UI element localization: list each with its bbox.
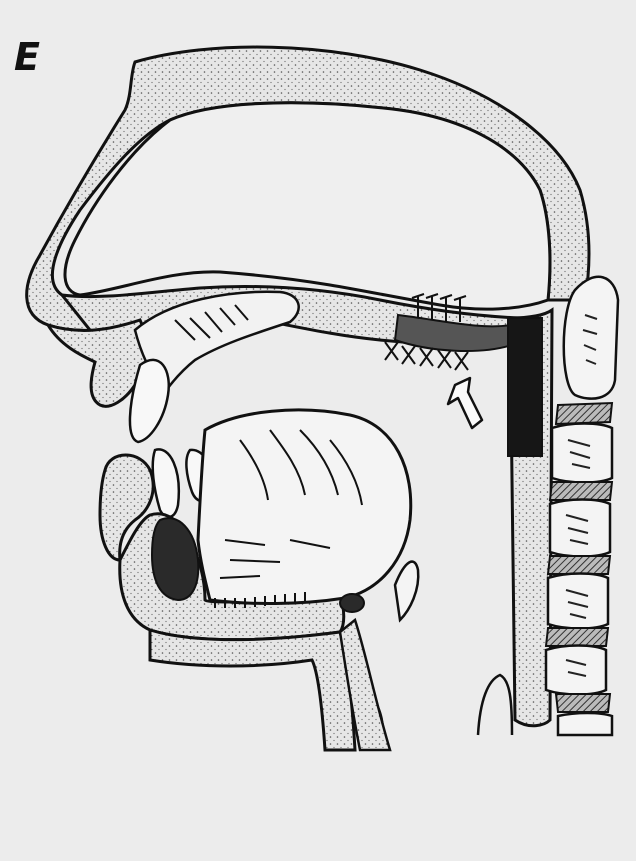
posterior-flap [508, 318, 542, 456]
esophagus [478, 675, 512, 735]
mandible-bone-core [152, 518, 198, 600]
disc-4 [546, 628, 608, 646]
vertebra-4 [548, 574, 608, 629]
cervical-spine [546, 277, 618, 735]
disc-1 [556, 403, 612, 424]
tongue [198, 410, 411, 604]
vertebra-3 [550, 500, 610, 557]
disc-3 [548, 556, 610, 574]
epiglottis [395, 562, 418, 620]
vertebra-1 [564, 277, 618, 399]
vertebra-5 [546, 646, 606, 695]
hyoid-bone [340, 594, 364, 612]
anterior-neck [150, 630, 355, 750]
disc-5 [556, 694, 610, 712]
lower-incisor-front [153, 449, 179, 517]
outlined-arrow-up-left-icon [448, 378, 482, 428]
vertebra-2 [552, 424, 612, 483]
vertebra-6 [558, 713, 612, 735]
disc-2 [550, 482, 612, 500]
